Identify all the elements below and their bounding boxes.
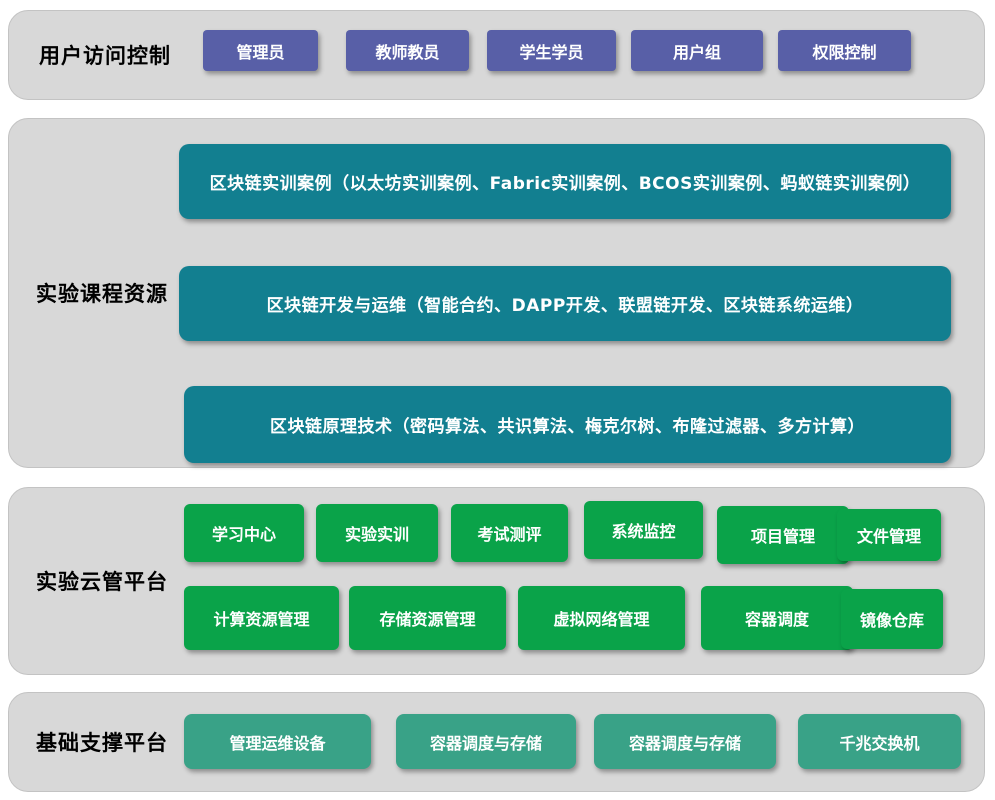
node-container-scheduling: 容器调度	[701, 586, 853, 650]
bar-blockchain-dev-ops: 区块链开发与运维（智能合约、DAPP开发、联盟链开发、区块链系统运维）	[179, 266, 951, 341]
band-label-cloud-platform: 实验云管平台	[36, 570, 168, 594]
node-image-registry: 镜像仓库	[841, 589, 943, 649]
band-label-user-access: 用户访问控制	[39, 44, 171, 68]
node-project-management: 项目管理	[717, 506, 849, 564]
node-storage-resource-management: 存储资源管理	[349, 586, 506, 650]
node-exam-assessment: 考试测评	[451, 504, 568, 562]
node-gigabit-switch: 千兆交换机	[798, 714, 961, 769]
node-virtual-network-management: 虚拟网络管理	[518, 586, 685, 650]
node-teacher: 教师教员	[346, 30, 469, 71]
node-file-management: 文件管理	[837, 509, 941, 561]
node-user-group: 用户组	[631, 30, 763, 71]
band-user-access-control: 用户访问控制 管理员 教师教员 学生学员 用户组 权限控制	[8, 10, 985, 100]
bar-blockchain-training-cases: 区块链实训案例（以太坊实训案例、Fabric实训案例、BCOS实训案例、蚂蚁链实…	[179, 144, 951, 219]
node-administrator: 管理员	[203, 30, 318, 71]
node-learning-center: 学习中心	[184, 504, 304, 562]
node-container-storage-2: 容器调度与存储	[594, 714, 776, 769]
band-course-resources: 实验课程资源 区块链实训案例（以太坊实训案例、Fabric实训案例、BCOS实训…	[8, 118, 985, 468]
node-ops-devices: 管理运维设备	[184, 714, 371, 769]
band-label-course-resources: 实验课程资源	[36, 282, 168, 306]
node-permission-control: 权限控制	[778, 30, 911, 71]
node-container-storage-1: 容器调度与存储	[396, 714, 576, 769]
node-compute-resource-management: 计算资源管理	[184, 586, 339, 650]
bar-blockchain-principles: 区块链原理技术（密码算法、共识算法、梅克尔树、布隆过滤器、多方计算）	[184, 386, 951, 463]
band-label-infrastructure: 基础支撑平台	[36, 731, 168, 755]
band-cloud-platform: 实验云管平台 学习中心 实验实训 考试测评 系统监控 项目管理 文件管理 计算资…	[8, 487, 985, 675]
node-system-monitoring: 系统监控	[584, 501, 703, 559]
band-infrastructure: 基础支撑平台 管理运维设备 容器调度与存储 容器调度与存储 千兆交换机	[8, 692, 985, 792]
node-experiment-training: 实验实训	[316, 504, 438, 562]
node-student: 学生学员	[487, 30, 616, 71]
